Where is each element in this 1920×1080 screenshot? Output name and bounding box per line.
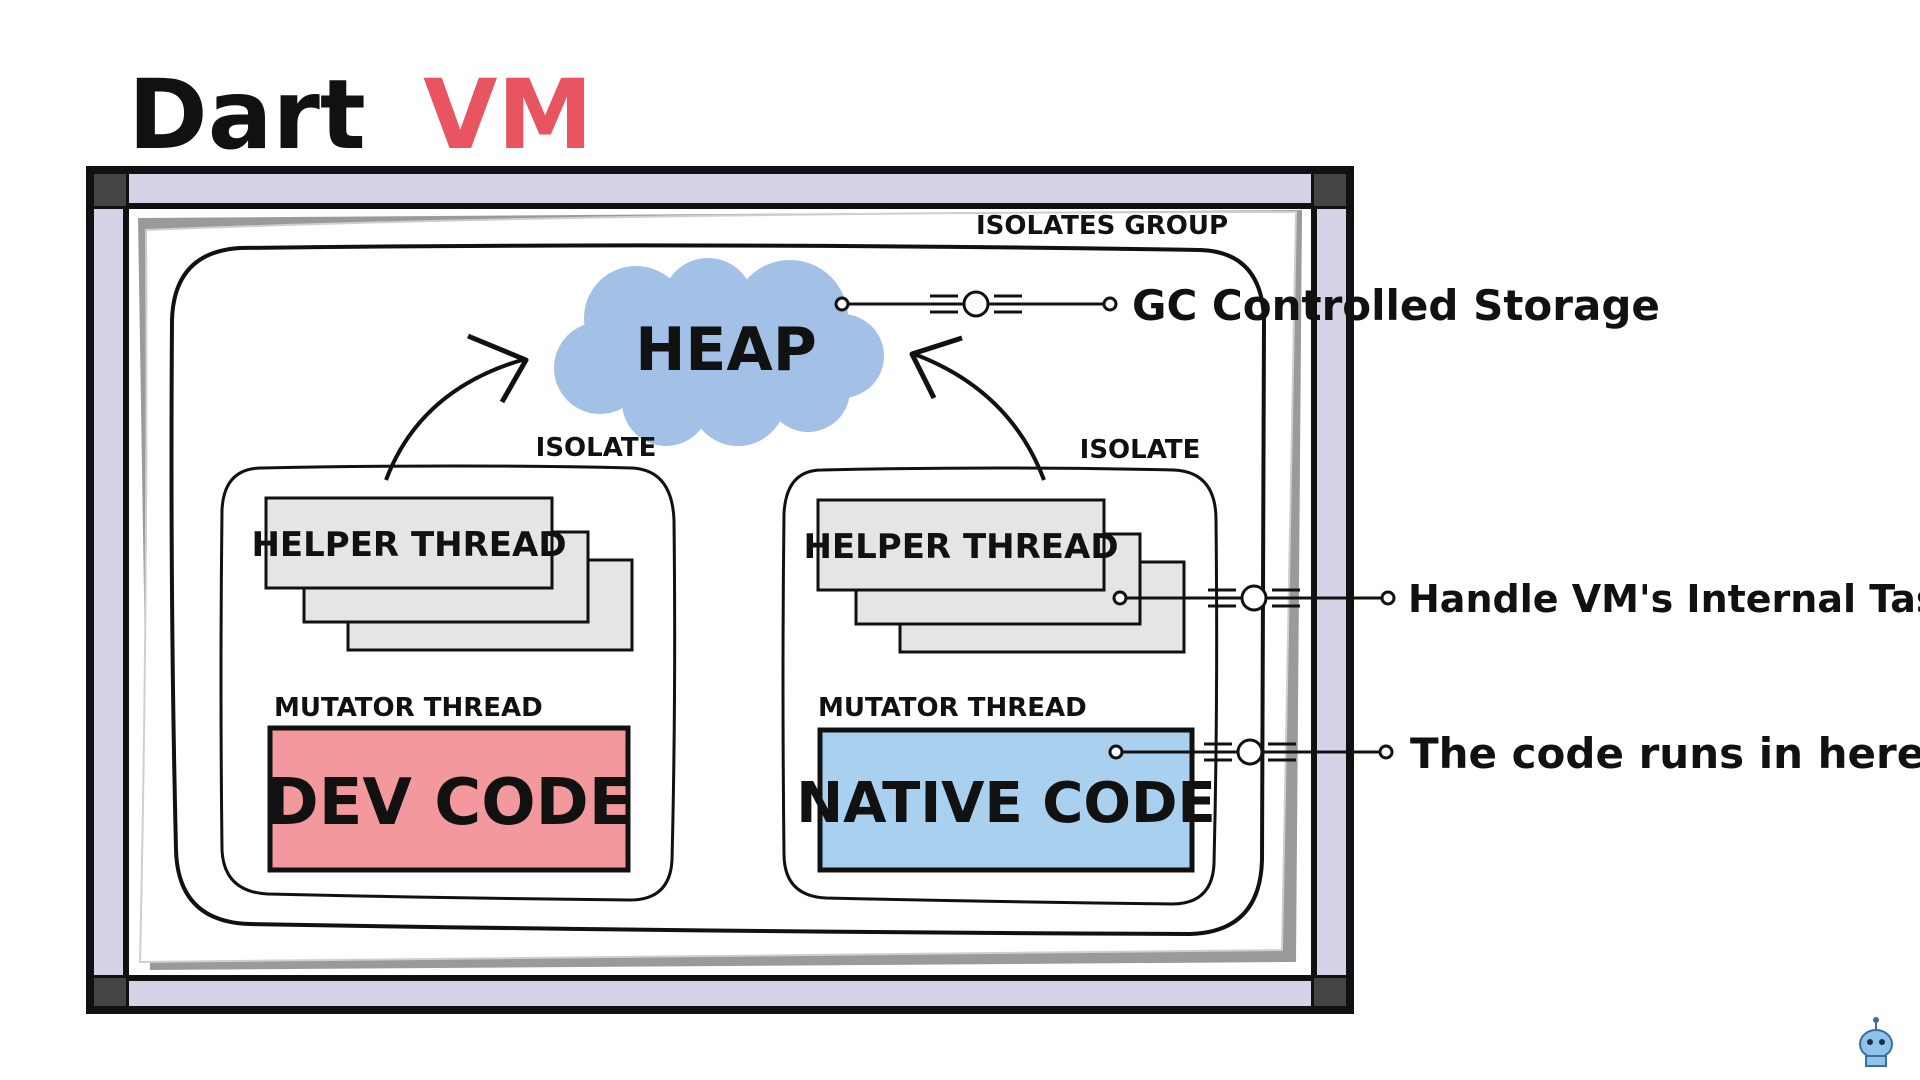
helper-thread-label-left: HELPER THREAD (251, 525, 566, 565)
title-dart: Dart (128, 59, 366, 171)
robot-mascot-icon (1859, 1017, 1893, 1067)
frame-corner-bl (94, 978, 126, 1006)
annotation-code-runs: The code runs in here (1410, 729, 1920, 778)
heap-label: HEAP (635, 315, 817, 385)
native-code-label: NATIVE CODE (796, 771, 1215, 836)
isolate-right-box (781, 466, 1219, 906)
connector-internal-tasks (1112, 584, 1396, 612)
dev-code-box (267, 725, 631, 873)
annotation-internal-tasks: Handle VM's Internal Tasks (1408, 577, 1920, 621)
connector-icon (1240, 584, 1268, 612)
isolate-right-label: ISOLATE (1080, 435, 1201, 465)
title-vm: VM (423, 59, 593, 171)
helper-thread-stack-right: HELPER THREAD (803, 498, 1186, 654)
native-code-box (817, 727, 1195, 873)
connector-icon (1236, 738, 1264, 766)
connector-code-runs (1108, 738, 1394, 766)
mutator-thread-label-right: MUTATOR THREAD (818, 693, 1087, 723)
mutator-thread-label-left: MUTATOR THREAD (274, 693, 543, 723)
arrow-right-to-heap (913, 352, 1046, 481)
isolates-group-label: ISOLATES GROUP (976, 211, 1228, 241)
isolate-left-label: ISOLATE (536, 433, 657, 463)
arrowhead-left (467, 333, 529, 404)
helper-thread-box-right (816, 498, 1106, 592)
dev-code-label: DEV CODE (266, 766, 633, 840)
annotation-gc-storage: GC Controlled Storage (1132, 281, 1660, 330)
connector-icon (962, 290, 990, 318)
arrowhead-right (909, 335, 963, 400)
frame-corner-br (1314, 978, 1346, 1006)
arrow-left-to-heap (384, 358, 523, 481)
page-title: Dart VM (128, 59, 593, 171)
connector-gc-storage (834, 290, 1118, 318)
frame-corner-tl (94, 174, 126, 206)
helper-thread-stack-left: HELPER THREAD (251, 496, 634, 652)
isolate-left-box (219, 464, 677, 902)
helper-thread-label-right: HELPER THREAD (803, 527, 1118, 567)
heap-cloud: HEAP (554, 258, 884, 446)
isolates-group-box (169, 243, 1267, 937)
frame-corner-tr (1314, 174, 1346, 206)
helper-thread-box-left (264, 496, 554, 590)
